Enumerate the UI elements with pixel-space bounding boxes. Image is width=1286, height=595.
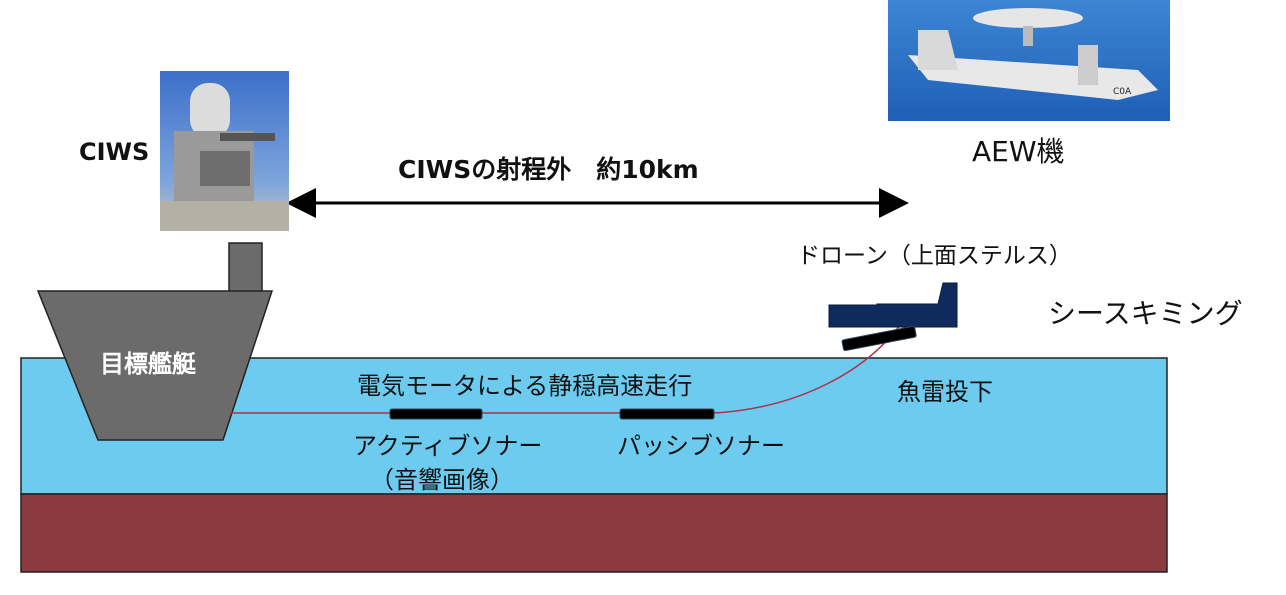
torpedo-drop-label: 魚雷投下 <box>897 378 993 406</box>
active-sonar-sublabel: （音響画像） <box>370 466 514 494</box>
sea-skimming-label: シースキミング <box>1048 297 1243 330</box>
range-label: CIWSの射程外 約10km <box>398 155 699 184</box>
aew-tail-code: C0A <box>1113 87 1132 97</box>
torpedo <box>841 325 917 352</box>
seabed <box>20 493 1168 573</box>
target-ship <box>36 242 274 441</box>
ciws-label: CIWS <box>79 138 150 166</box>
aew-aircraft-photo: C0A <box>888 0 1170 121</box>
drone-label: ドローン（上面ステルス） <box>797 243 1072 269</box>
aew-label: AEW機 <box>972 135 1065 168</box>
drone <box>828 282 958 328</box>
passive-sonar-label: パッシブソナー <box>617 432 785 460</box>
target-ship-label: 目標艦艇 <box>100 350 196 378</box>
active-sonar-array <box>389 408 483 420</box>
active-sonar-label: アクティブソナー <box>353 432 543 460</box>
ciws-photo <box>160 71 289 231</box>
passive-sonar-array <box>619 408 715 420</box>
quiet-run-label: 電気モータによる静穏高速走行 <box>357 372 693 400</box>
